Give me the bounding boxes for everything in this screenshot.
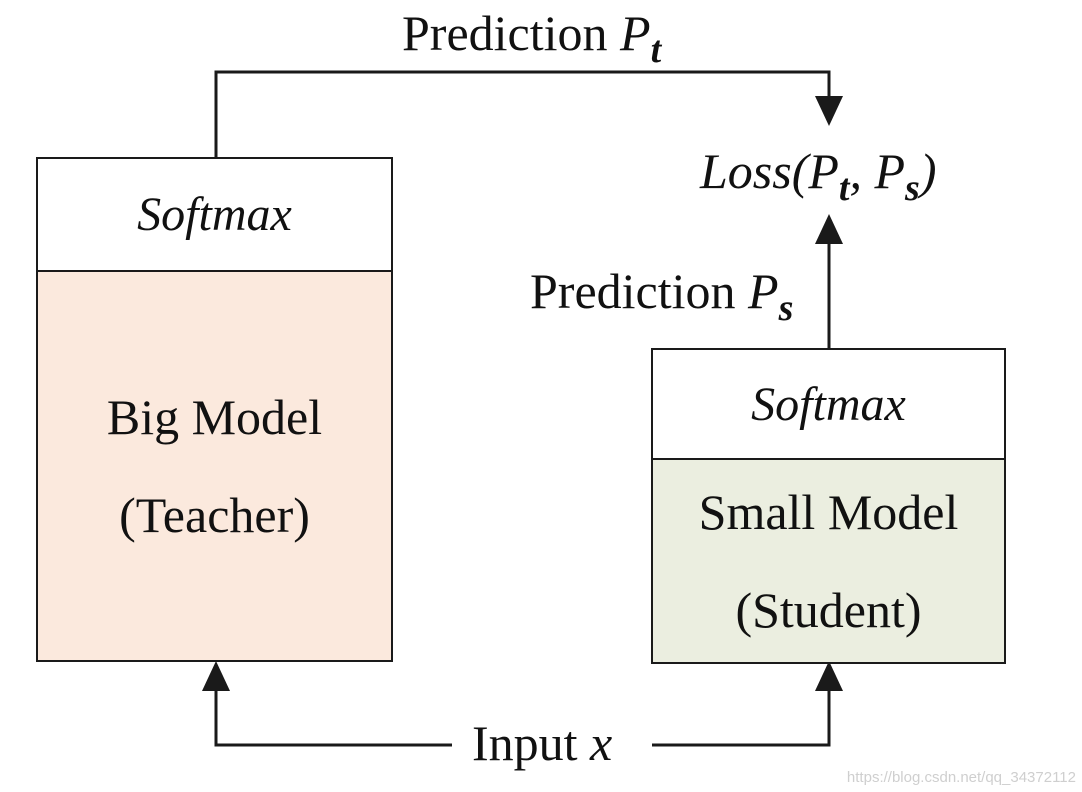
arrowhead-to-student: [815, 661, 843, 691]
student-body: Small Model (Student): [653, 460, 1004, 662]
side-prediction-label: Prediction Ps: [530, 262, 793, 329]
teacher-body: Big Model (Teacher): [38, 272, 391, 660]
side-prediction-word: Prediction: [530, 263, 736, 319]
top-prediction-var: P: [620, 5, 651, 61]
arrowhead-to-teacher: [202, 661, 230, 691]
student-name: Small Model: [698, 484, 959, 540]
student-box: Softmax Small Model (Student): [651, 348, 1006, 664]
loss-p1: P: [808, 143, 839, 199]
loss-sub1: t: [838, 167, 850, 209]
loss-sub2: s: [905, 167, 920, 209]
loss-comma: ,: [849, 143, 875, 199]
top-prediction-sub: t: [650, 29, 662, 71]
loss-label: Loss(Pt, Ps): [700, 142, 937, 209]
teacher-name: Big Model: [106, 389, 323, 445]
student-role: (Student): [735, 582, 922, 638]
input-label: Input x: [472, 714, 612, 772]
loss-word: Loss(: [700, 143, 809, 199]
teacher-box: Softmax Big Model (Teacher): [36, 157, 393, 662]
teacher-to-loss-line: [214, 70, 831, 158]
teacher-softmax: Softmax: [38, 159, 391, 272]
top-prediction-label: Prediction Pt: [402, 4, 661, 71]
input-word: Input: [472, 715, 578, 771]
teacher-role: (Teacher): [119, 487, 310, 543]
input-to-teacher-line: [214, 690, 452, 747]
arrowhead-to-loss-bottom: [815, 214, 843, 244]
loss-p2: P: [874, 143, 906, 199]
arrowhead-to-loss-top: [815, 96, 843, 126]
input-var: x: [590, 715, 613, 771]
student-softmax: Softmax: [653, 350, 1004, 460]
loss-close: ): [919, 143, 937, 199]
top-prediction-word: Prediction: [402, 5, 608, 61]
side-prediction-var: P: [748, 263, 779, 319]
input-to-student-line: [652, 690, 831, 747]
watermark-url: https://blog.csdn.net/qq_34372112: [846, 769, 1076, 786]
side-prediction-sub: s: [778, 287, 794, 329]
